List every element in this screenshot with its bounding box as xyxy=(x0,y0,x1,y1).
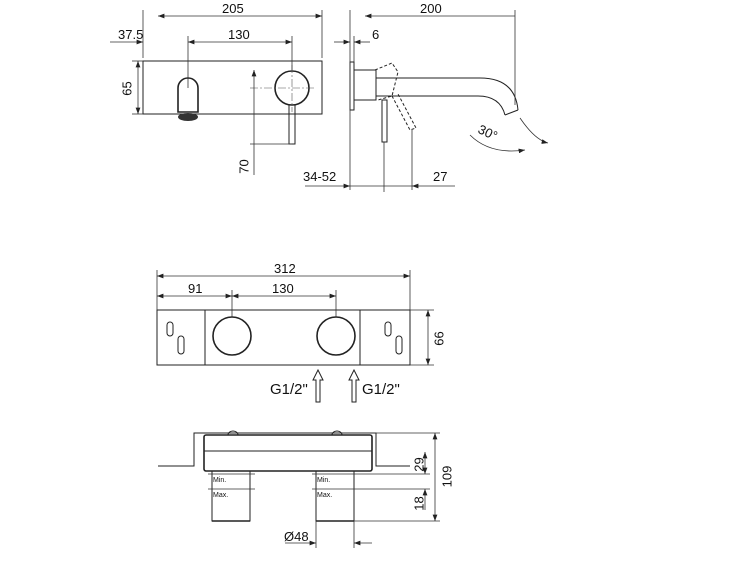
dim-70: 70 xyxy=(236,159,252,174)
max-label-right: Max. xyxy=(317,492,333,499)
min-label-right: Min. xyxy=(317,477,331,484)
dim-205: 205 xyxy=(222,1,244,16)
dim-27: 27 xyxy=(433,169,448,184)
plan-view xyxy=(156,270,434,403)
dim-18: 18 xyxy=(411,496,427,511)
dim-29: 29 xyxy=(411,457,427,472)
dim-65: 65 xyxy=(119,81,135,96)
dim-91: 91 xyxy=(188,281,203,296)
dim-6: 6 xyxy=(372,27,380,42)
max-label-left: Max. xyxy=(213,492,229,499)
inlet-right-label: G1/2" xyxy=(362,381,400,398)
dim-109: 109 xyxy=(439,465,455,488)
inlet-left-label: G1/2" xyxy=(270,381,308,398)
dim-130-plan: 130 xyxy=(272,281,294,296)
section-view xyxy=(158,430,440,548)
front-view xyxy=(110,10,323,175)
min-label-left: Min. xyxy=(213,477,227,484)
dim-66: 66 xyxy=(431,331,447,346)
dim-34-52: 34-52 xyxy=(303,169,337,184)
dim-diameter-48: Ø48 xyxy=(284,529,309,544)
dim-312: 312 xyxy=(274,261,296,276)
dim-37-5: 37.5 xyxy=(118,27,144,42)
dim-130-top: 130 xyxy=(228,27,250,42)
dim-200: 200 xyxy=(420,1,442,16)
side-view xyxy=(305,10,549,192)
